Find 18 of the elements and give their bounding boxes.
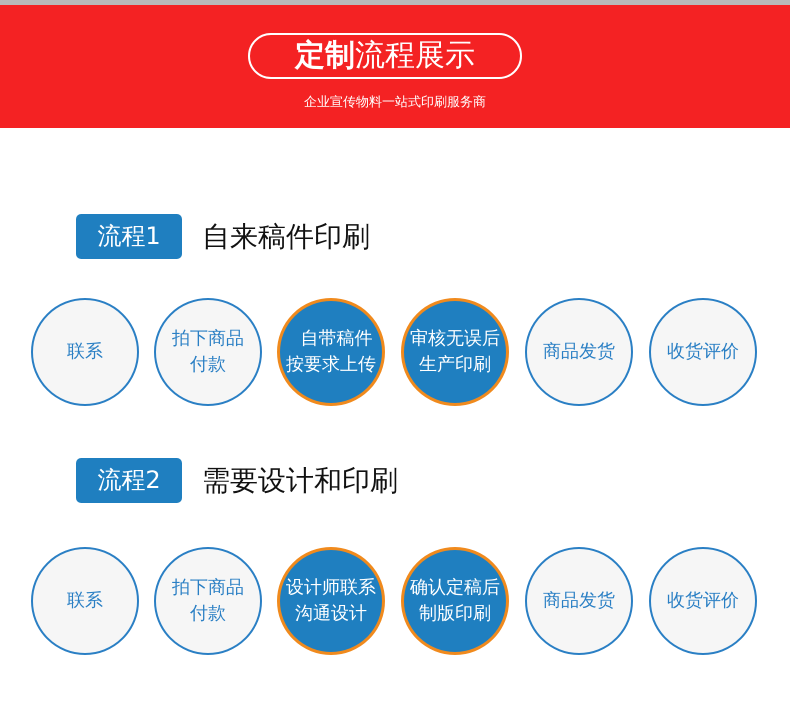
step-badge: 流程2	[76, 458, 182, 503]
step-label: 商品发货	[542, 340, 616, 364]
step-label: 联系	[66, 340, 104, 364]
section-heading: 自来稿件印刷	[202, 219, 370, 255]
step-label: 设计师联系沟通设计	[284, 576, 377, 626]
step-label: 确认定稿后制版印刷	[408, 576, 501, 626]
step-label: 收货评价	[666, 589, 740, 613]
step-badge: 流程1	[76, 214, 182, 259]
title: 定制流程展示	[248, 33, 522, 79]
step-label: 联系	[66, 589, 104, 613]
step-label: 商品发货	[542, 589, 616, 613]
section-heading: 需要设计和印刷	[202, 463, 398, 499]
step-label: 自带稿件按要求上传	[285, 327, 377, 377]
step-label: 拍下商品付款	[170, 576, 245, 626]
step-label: 审核无误后生产印刷	[408, 327, 501, 377]
step-label: 收货评价	[666, 340, 740, 364]
subtitle: 企业宣传物料一站式印刷服务商	[303, 94, 487, 111]
step-label: 拍下商品付款	[170, 327, 245, 377]
